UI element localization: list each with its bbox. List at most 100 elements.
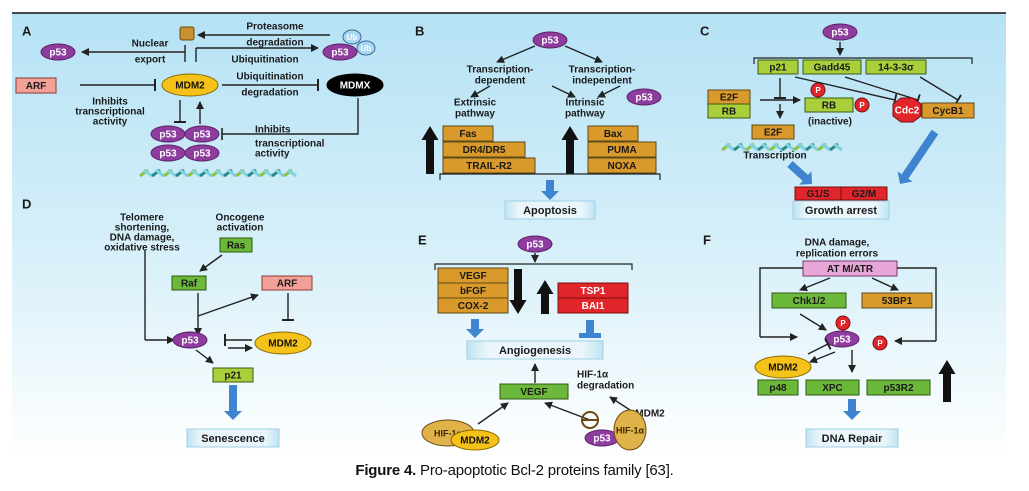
panel-d-mdm2-label: MDM2: [268, 339, 298, 350]
panel-a-p53-exported: [40, 43, 76, 61]
panel-a-mdmx-label: MDMX: [340, 81, 371, 92]
caption-label: Figure 4.: [355, 462, 417, 479]
intrinsic-gene-box-label: PUMA: [607, 145, 636, 156]
transcription-dependent-label: dependent: [475, 76, 526, 87]
p21-box-label: p21: [769, 63, 787, 74]
nuclear-export-label: Nuclear: [132, 39, 169, 50]
pro-angiogenic-gene-box-label: COX-2: [458, 301, 489, 312]
inhibits-transcription-left: Inhibits: [92, 97, 128, 108]
panel-e-vegf-box: [499, 383, 569, 400]
panel-b-p53-cytoplasmic-label: p53: [635, 93, 653, 104]
panel-f-blue-arrow-shape: [843, 399, 861, 420]
panel-c-rb-inactive-box-label: RB: [822, 101, 836, 112]
panel-e-bracket: [434, 263, 633, 270]
p53-to-p21: [195, 349, 214, 364]
panel-c-bracket: [753, 57, 973, 64]
panel-b-blue-arrow-shape: [541, 180, 559, 200]
stress-signals-label: Telomere: [120, 213, 164, 224]
inhibits-transcription-right: transcriptional: [255, 139, 325, 150]
panel-c-p53-label: p53: [831, 28, 849, 39]
panel-b-p53-label: p53: [541, 36, 559, 47]
anti-angiogenic-gene-box-label: TSP1: [580, 286, 605, 297]
hif-degradation-label: HIF-1α: [577, 370, 609, 381]
extrinsic-pathway-label: pathway: [455, 109, 495, 120]
panel-c-rb-bound-box-label: RB: [722, 107, 736, 118]
panel-a-arf-box: [15, 77, 57, 94]
mdm2-hif-degradation-arrow: [609, 396, 631, 411]
dna-strand: [797, 142, 807, 152]
senescence-outcome-label: Senescence: [201, 433, 265, 445]
panel-a-p53-ubiquitinated: [322, 43, 358, 61]
extrinsic-gene-box-label: TRAIL-R2: [466, 161, 512, 172]
p53-phospho-right-label: P: [877, 339, 883, 348]
ras-box-label: Ras: [227, 241, 246, 252]
intrinsic-gene-box: [587, 141, 657, 158]
dna-strand: [761, 142, 771, 152]
extrinsic-gene-box-label: DR4/DR5: [463, 145, 506, 156]
panel-c-rb-bound-box: [707, 103, 751, 119]
intrinsic-gene-box-label: NOXA: [608, 161, 637, 172]
dependent-to-intrinsic: [551, 85, 576, 98]
figure-caption: Figure 4. Pro-apoptotic Bcl-2 proteins f…: [0, 462, 1029, 479]
stress-signals-label: shortening,: [115, 223, 170, 234]
extrinsic-gene-box: [442, 141, 526, 158]
ub-tag-1: [342, 29, 362, 45]
dna-damage-label: DNA damage,: [805, 238, 870, 249]
independent-to-intrinsic: [597, 85, 621, 98]
panel-e-p53: [517, 235, 553, 253]
p53-phospho-right: [872, 335, 888, 351]
growth-arrest-outcome: [792, 200, 890, 220]
anti-angiogenic-upregulation-arrow: [536, 280, 554, 314]
panel-b-letter: B: [415, 23, 424, 38]
p48-box: [757, 379, 799, 396]
transcription-independent-label: Transcription-: [569, 65, 636, 76]
extrinsic-upregulation-arrow: [421, 126, 439, 174]
blocked-pathway-icon: [581, 411, 599, 429]
panel-b-p53-cytoplasmic: [626, 88, 662, 106]
oncogene-activation-label: Oncogene: [216, 213, 265, 224]
panel-a-mdmx: [326, 73, 384, 97]
panel-b-p53: [532, 31, 568, 49]
p53-to-dependent: [496, 45, 536, 63]
rb-phospho-2-label: P: [859, 101, 865, 110]
panel-d-p53: [172, 331, 208, 349]
atm-atr-box-label: AT M/ATR: [827, 264, 874, 275]
p21-inhibits-cdc2: [794, 76, 898, 107]
extrinsic-gene-box: [442, 125, 494, 142]
g2m-blue-arrow: [897, 129, 939, 184]
p53r2-box: [866, 379, 931, 396]
dna-strand: [203, 168, 213, 178]
cdc2-label: Cdc2: [895, 106, 920, 117]
dna-strand: [215, 168, 225, 178]
panel-c-rb-inactive-box: [804, 97, 854, 113]
g2m-box: [840, 186, 888, 201]
mdm2-inhibits-p53: [807, 338, 832, 355]
panel-d-letter: D: [22, 196, 31, 211]
panel-f-mdm2: [754, 355, 812, 379]
rb-inactive-label: (inactive): [808, 117, 852, 128]
extrinsic-gene-box-label: Fas: [459, 129, 477, 140]
anti-angiogenesis-blue-bar-cap: [579, 333, 601, 338]
dna-strand: [191, 168, 201, 178]
cdc2-octagon: [892, 97, 922, 123]
pro-angiogenic-downregulation-arrow: [509, 269, 527, 314]
p53-tetramer-1-label: p53: [159, 130, 177, 141]
panel-f-blue-arrow: [843, 399, 861, 420]
p53r2-box-label: p53R2: [883, 383, 913, 394]
raf-box: [171, 275, 207, 291]
dna-strand: [809, 142, 819, 152]
atm-to-53bp1: [871, 277, 899, 291]
panel-a-p53-exported-label: p53: [49, 48, 67, 59]
ubiq-degradation-label: Ubiquitination: [236, 72, 303, 83]
53bp1-box: [861, 292, 933, 309]
panel-c-p53: [822, 23, 858, 41]
gadd45-inhibits-cdc2: [844, 76, 921, 107]
g1s-box-label: G1/S: [807, 189, 830, 200]
dna-strand: [785, 142, 795, 152]
dna-strand: [263, 168, 273, 178]
pro-angiogenesis-blue-arrow: [466, 319, 484, 338]
p53-phospho-top-label: P: [840, 319, 846, 328]
proteasome-icon: [179, 26, 195, 41]
dna-strand: [833, 142, 843, 152]
